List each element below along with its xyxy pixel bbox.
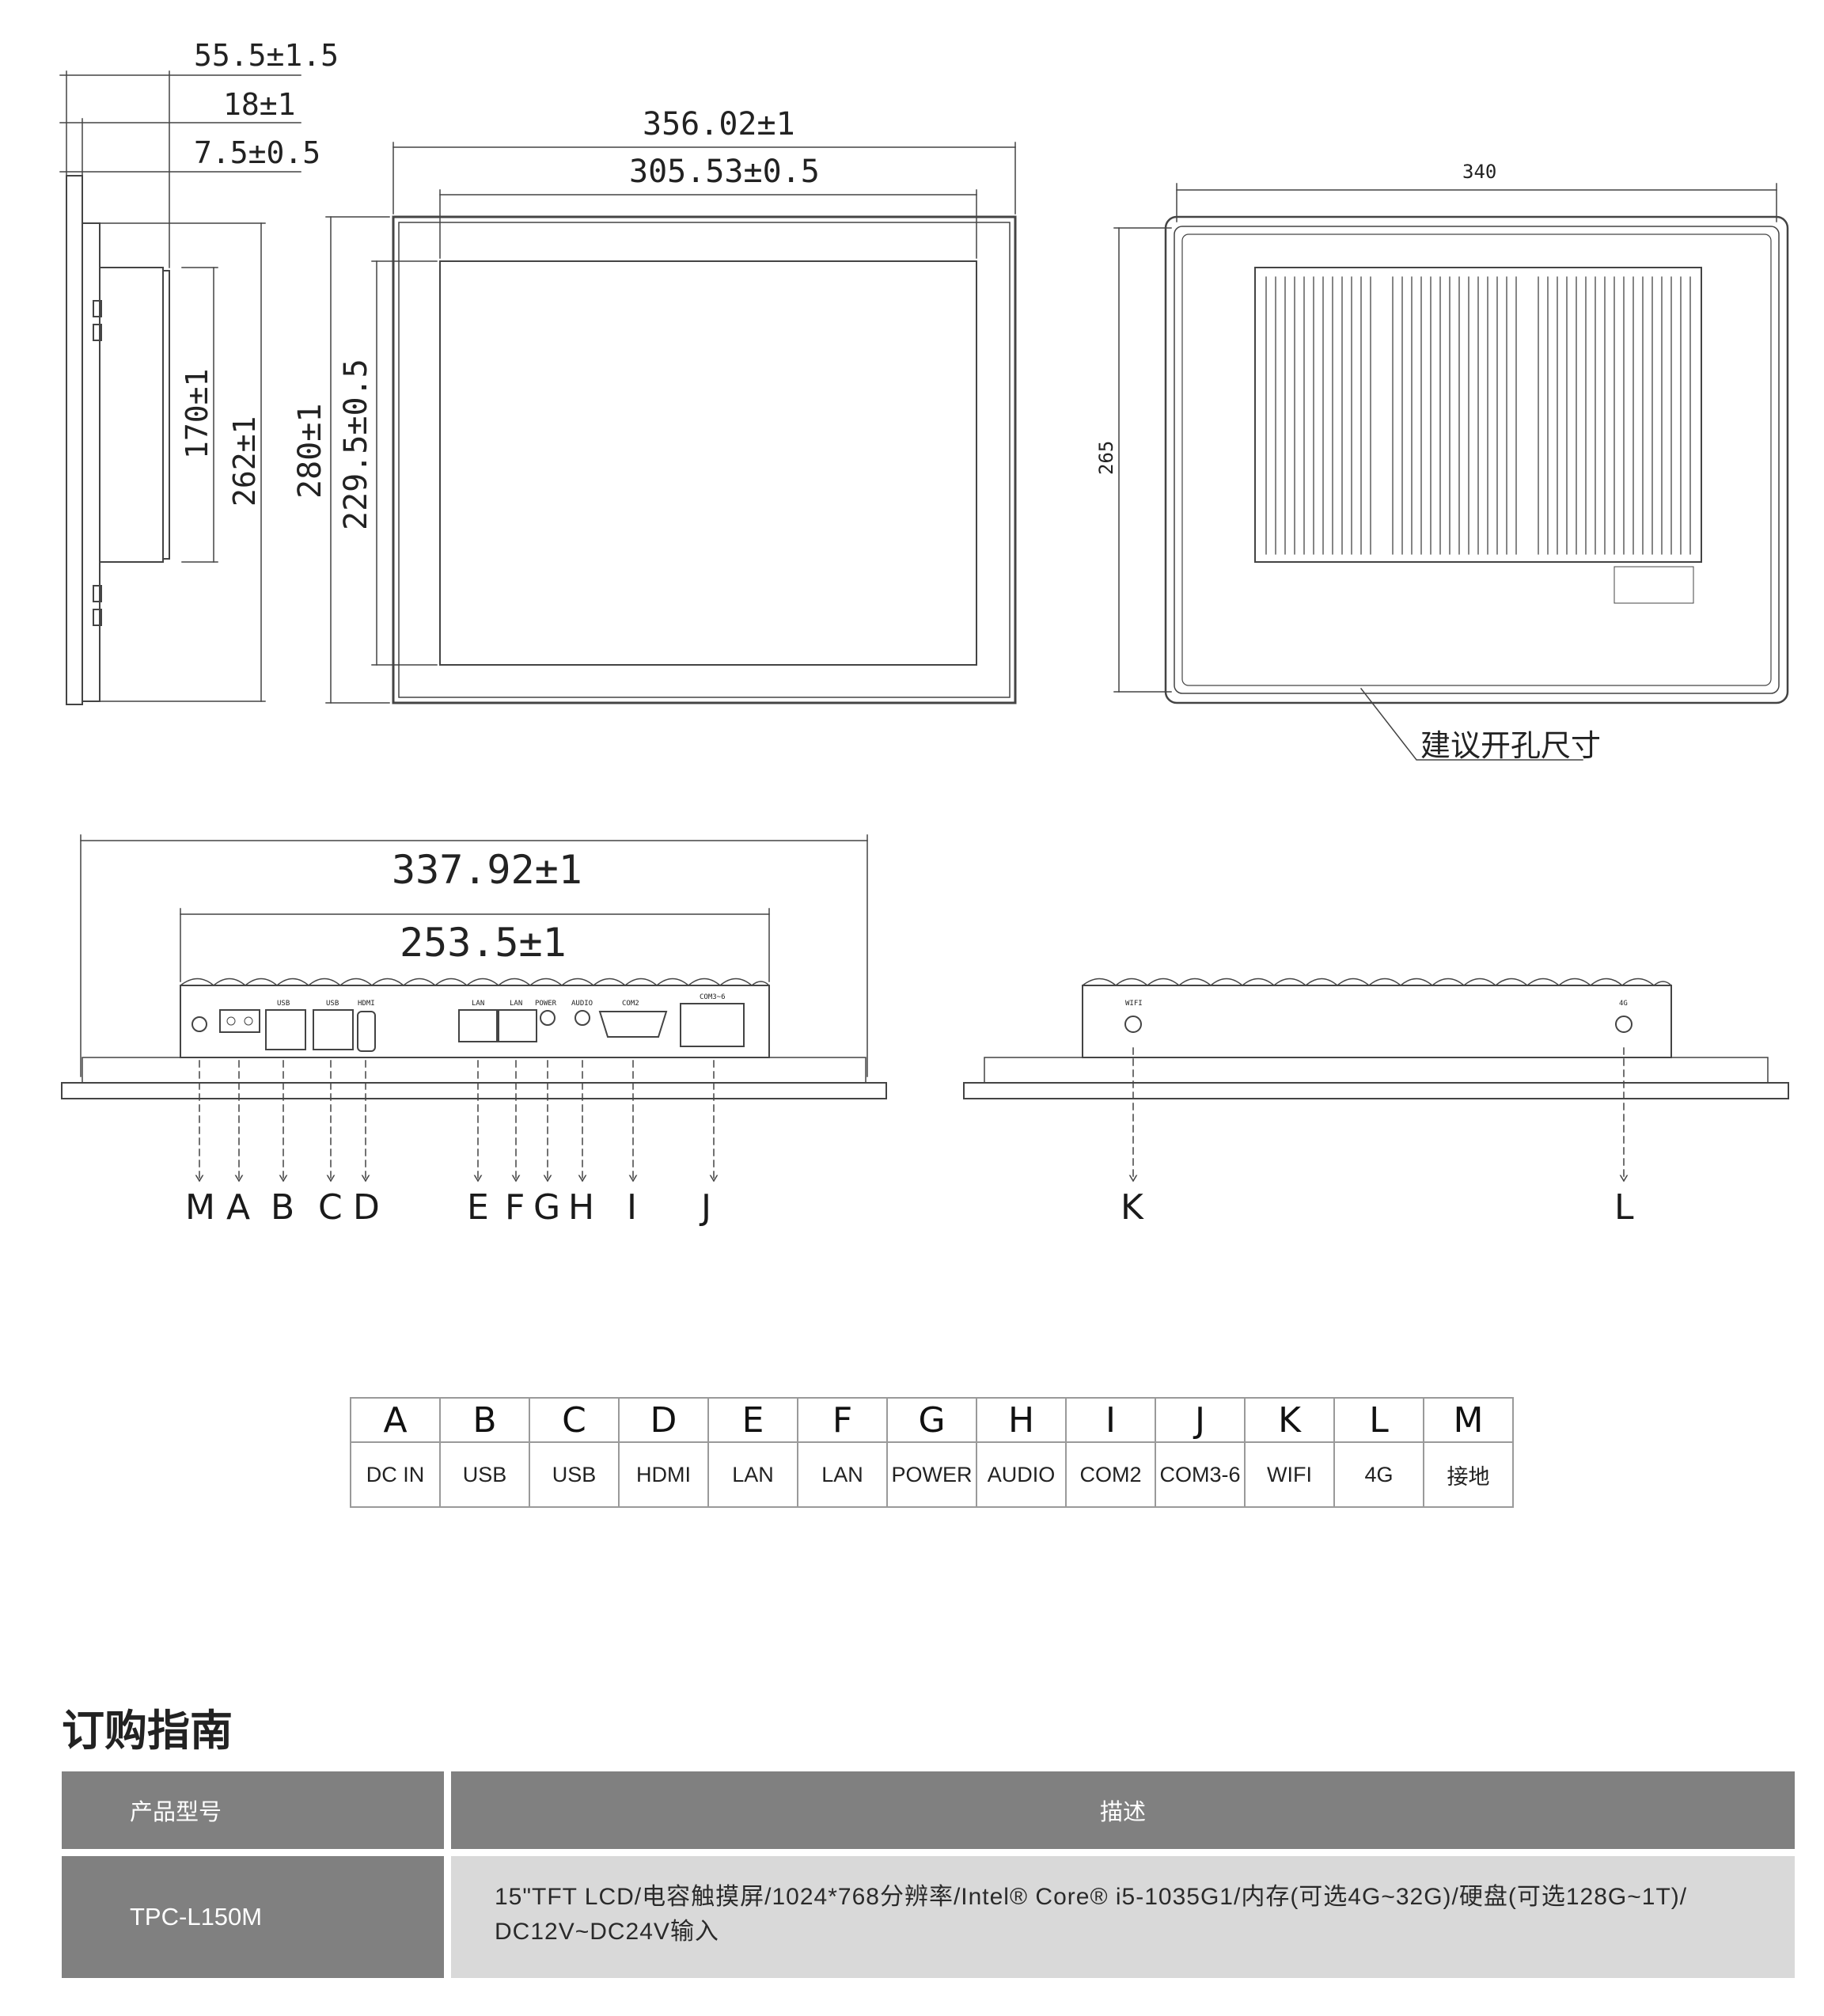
table-cell: F	[797, 1397, 888, 1443]
table-cell: COM2	[1065, 1441, 1156, 1508]
dim-front-screen-width: 305.53±0.5	[629, 154, 820, 190]
table-cell: LAN	[797, 1441, 888, 1508]
port-tag-4g: 4G	[1619, 1000, 1628, 1008]
table-cell: L	[1333, 1397, 1424, 1443]
table-cell: 4G	[1333, 1441, 1424, 1508]
table-cell: K	[1244, 1397, 1335, 1443]
description-line-2: DC12V~DC24V输入	[495, 1919, 719, 1945]
port-letter-e: E	[467, 1187, 489, 1228]
header-model: 产品型号	[62, 1771, 444, 1849]
dim-front-width: 356.02±1	[643, 106, 795, 142]
bottom-view	[61, 834, 887, 1181]
cutout-label: 建议开孔尺寸	[1420, 728, 1601, 763]
port-letter-i: I	[627, 1187, 637, 1228]
port-letter-b: B	[271, 1187, 294, 1228]
description-cell: 15"TFT LCD/电容触摸屏/1024*768分辨率/Intel® Core…	[451, 1856, 1795, 1978]
dim-front-screen-height: 229.5±0.5	[338, 359, 374, 530]
top-view	[963, 978, 1789, 1182]
port-letter-d: D	[353, 1187, 380, 1228]
table-cell: M	[1423, 1397, 1514, 1443]
dim-side-170: 170±1	[180, 369, 214, 459]
port-tag-usb-2: USB	[326, 1000, 339, 1008]
table-cell: C	[529, 1397, 620, 1443]
port-letter-l: L	[1614, 1187, 1634, 1228]
technical-drawing: 55.5±1.5 18±1 7.5±0.5 170±1 262±1 356.02…	[59, 38, 1789, 1228]
table-cell: USB	[529, 1441, 620, 1508]
table-cell: COM3-6	[1155, 1441, 1246, 1508]
ports-name-row: DC IN USB USB HDMI LAN LAN POWER AUDIO C…	[350, 1441, 1514, 1508]
port-letter-a: A	[226, 1187, 250, 1228]
table-cell: B	[439, 1397, 530, 1443]
dim-side-bezel: 18±1	[223, 87, 296, 122]
table-cell: LAN	[707, 1441, 798, 1508]
rear-view	[1113, 183, 1789, 761]
header-description: 描述	[451, 1771, 1795, 1849]
table-cell: WIFI	[1244, 1441, 1335, 1508]
model-cell: TPC-L150M	[62, 1856, 444, 1978]
port-tag-wifi: WIFI	[1125, 1000, 1143, 1008]
table-cell: HDMI	[618, 1441, 709, 1508]
port-letter-c: C	[318, 1187, 343, 1228]
table-cell: H	[976, 1397, 1067, 1443]
port-tag-com3-6: COM3~6	[700, 993, 726, 1001]
table-cell: POWER	[886, 1441, 977, 1508]
table-cell: 接地	[1423, 1441, 1514, 1508]
dim-bottom-total-width: 337.92±1	[392, 847, 582, 893]
table-cell: A	[350, 1397, 441, 1443]
port-letter-g: G	[533, 1187, 560, 1228]
ordering-row: TPC-L150M 15"TFT LCD/电容触摸屏/1024*768分辨率/I…	[62, 1856, 1795, 1978]
table-cell: J	[1155, 1397, 1246, 1443]
side-view	[59, 70, 301, 705]
ordering-table: 产品型号 描述 TPC-L150M 15"TFT LCD/电容触摸屏/1024*…	[62, 1771, 1795, 1978]
port-letter-j: J	[699, 1187, 711, 1228]
dim-side-262: 262±1	[227, 416, 262, 507]
port-tag-power: POWER	[535, 1000, 557, 1008]
table-cell: D	[618, 1397, 709, 1443]
ports-letter-row: A B C D E F G H I J K L M	[350, 1397, 1514, 1443]
dim-rear-cutout-height: 265	[1095, 441, 1117, 475]
ordering-guide-title: 订购指南	[62, 1706, 233, 1756]
dim-rear-cutout-width: 340	[1462, 161, 1496, 183]
port-tag-audio: AUDIO	[571, 1000, 593, 1008]
port-tag-lan-1: LAN	[472, 1000, 484, 1008]
dim-side-depth: 55.5±1.5	[194, 38, 339, 73]
table-cell: DC IN	[350, 1441, 441, 1508]
port-letter-k: K	[1121, 1187, 1144, 1228]
ports-table: A B C D E F G H I J K L M DC IN USB USB …	[350, 1397, 1514, 1508]
port-letter-h: H	[568, 1187, 594, 1228]
dim-front-height: 280±1	[292, 404, 328, 499]
description-line-1: 15"TFT LCD/电容触摸屏/1024*768分辨率/Intel® Core…	[495, 1884, 1688, 1910]
table-cell: I	[1065, 1397, 1156, 1443]
table-cell: USB	[439, 1441, 530, 1508]
dim-side-flange: 7.5±0.5	[194, 135, 320, 170]
front-view	[325, 142, 1017, 704]
port-letter-f: F	[505, 1187, 525, 1228]
ordering-header-row: 产品型号 描述	[62, 1771, 1795, 1849]
port-tag-usb-1: USB	[277, 1000, 290, 1008]
port-tag-lan-2: LAN	[510, 1000, 522, 1008]
table-cell: AUDIO	[976, 1441, 1067, 1508]
table-cell: G	[886, 1397, 977, 1443]
port-tag-hdmi: HDMI	[358, 1000, 375, 1008]
table-cell: E	[707, 1397, 798, 1443]
dim-bottom-box-width: 253.5±1	[400, 920, 567, 966]
port-letter-m: M	[185, 1187, 215, 1228]
port-tag-com2: COM2	[622, 1000, 639, 1008]
